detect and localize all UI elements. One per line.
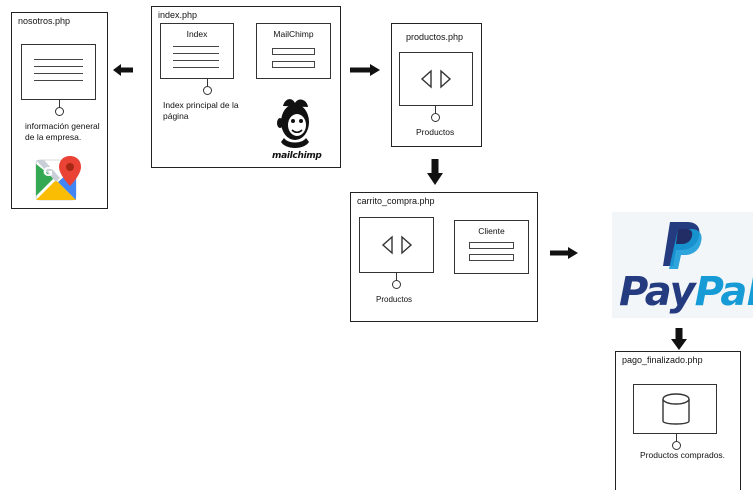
index-page-box: index.php Index Index principal de la pá… [151,6,341,168]
text-line [173,53,219,54]
nosotros-caption: información general de la empresa. [25,121,100,142]
google-maps-icon: G [35,156,81,201]
connector-stem [676,434,677,442]
form-input [469,242,514,249]
pago-page-box: pago_finalizado.php Productos comprados. [615,351,741,490]
form-input [469,254,514,261]
text-line [173,60,219,61]
carousel-arrows-icon [420,69,452,89]
productos-caption: Productos [416,127,455,137]
productos-page-box: productos.php Productos [391,23,482,147]
carrito-page-box: carrito_compra.php Productos Cliente [350,192,538,322]
paypal-p-icon [663,222,702,269]
mailchimp-logo-text: mailchimp [272,151,322,161]
connector-stem [435,106,436,114]
black-arrow-icon [350,64,380,76]
paypal-word-pay: Pay [619,269,696,315]
connector-node [431,113,440,122]
pago-database-box [633,384,717,434]
carrito-page-title: carrito_compra.php [357,196,435,206]
black-arrow-icon [427,159,443,185]
mailchimp-box-label: MailChimp [273,29,314,39]
nosotros-content-box [21,44,96,100]
cliente-form-box: Cliente [454,220,529,274]
svg-text:G: G [43,165,53,179]
connector-node [55,107,64,116]
connector-node [203,86,212,95]
text-line [173,46,219,47]
index-page-title: index.php [158,10,198,20]
mailchimp-freddie-icon [277,99,309,148]
pago-page-title: pago_finalizado.php [622,355,703,365]
connector-stem [396,273,397,281]
index-content-box: Index [160,23,234,79]
text-line [34,80,83,81]
productos-carousel-box [399,52,473,106]
black-arrow-icon [113,64,133,76]
database-cylinder-icon [662,393,690,425]
mailchimp-form-box: MailChimp [256,23,331,79]
nosotros-page-box: nosotros.php información general de la e… [11,12,108,209]
text-line [34,59,83,60]
connector-stem [207,79,208,87]
form-input [272,61,315,68]
connector-stem [59,100,60,108]
paypal-logo: PayPal [612,212,753,318]
carrito-carousel-box [359,217,434,273]
productos-page-title: productos.php [406,32,464,42]
carrito-caption: Productos [376,295,413,304]
index-caption: Index principal de la página [163,100,239,121]
black-arrow-icon [550,247,578,259]
nosotros-page-title: nosotros.php [18,16,71,26]
carousel-arrows-icon [381,235,413,255]
pago-caption: Productos comprados. [640,450,726,460]
text-line [173,67,219,68]
form-input [272,48,315,55]
black-arrow-icon [671,328,687,350]
cliente-box-label: Cliente [478,226,505,236]
connector-node [392,280,401,289]
index-box-label: Index [186,29,208,39]
paypal-wordmark: PayPal [619,270,753,314]
paypal-word-pal: Pal [694,269,753,315]
connector-node [672,441,681,450]
text-line [34,73,83,74]
text-line [34,66,83,67]
